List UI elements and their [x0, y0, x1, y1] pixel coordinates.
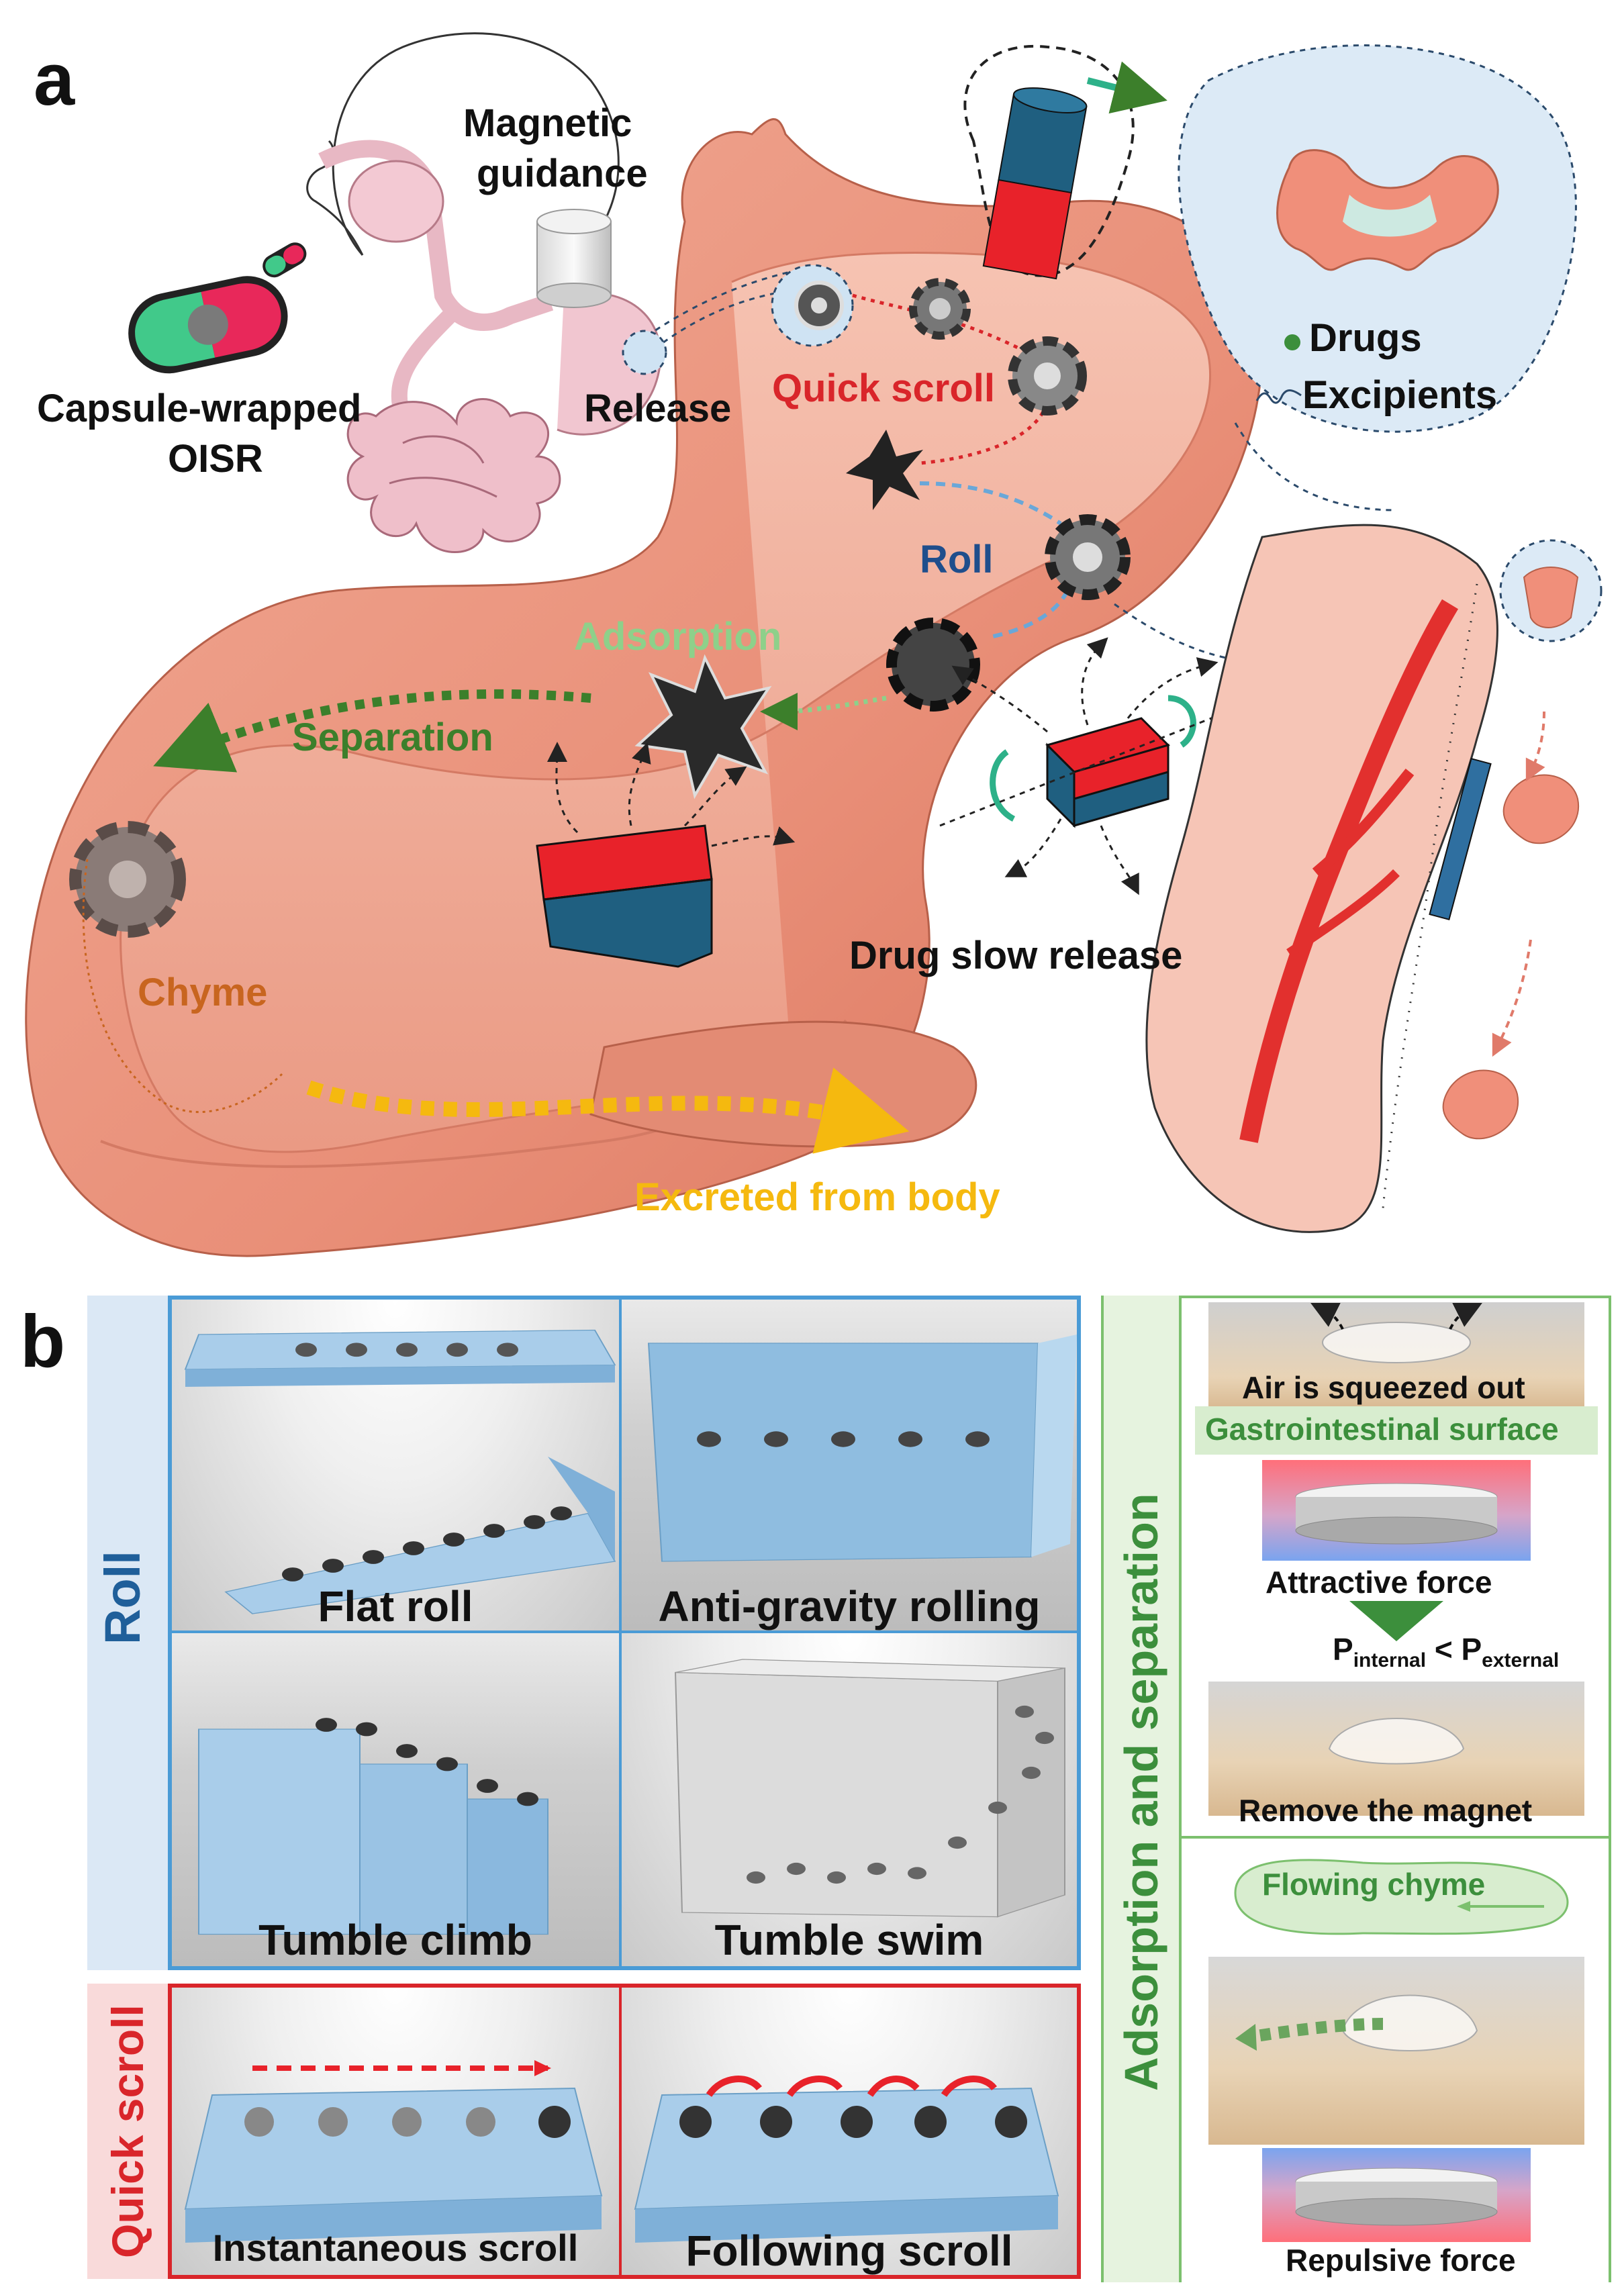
release-circle: [622, 330, 667, 375]
capsule-label-2: OISR: [168, 437, 263, 481]
adsorption-label: Adsorption: [574, 615, 782, 659]
chyme-outline: [82, 859, 283, 1113]
duodenum: [589, 1020, 977, 1148]
magnet-disc-icon-2: [1295, 2168, 1498, 2226]
excipients-label: Excipients: [1302, 373, 1498, 417]
anti-gravity-label: Anti-gravity rolling: [658, 1582, 1041, 1631]
tumble-swim-illustration: [674, 1659, 1065, 1918]
panel-a-illustration: [25, 32, 1603, 1257]
excreted-label: Excreted from body: [634, 1175, 1000, 1219]
flat-roll-label: Flat roll: [318, 1582, 473, 1631]
tile-instantaneous-scroll: Instantaneous scroll: [172, 1988, 619, 2275]
drugs-label: Drugs: [1309, 316, 1422, 360]
flowing-chyme-shape: [1234, 1859, 1569, 1935]
following-scroll-label: Following scroll: [685, 2227, 1013, 2275]
ads-side-strip: [1101, 1296, 1182, 2282]
tumble-climb-label: Tumble climb: [258, 1916, 532, 1964]
roll-label: Roll: [920, 538, 994, 581]
drug-slow-release-label: Drug slow release: [849, 934, 1183, 977]
excipient-wave-icon: [1255, 389, 1302, 404]
oisr-gear-1: [794, 281, 844, 330]
quick-scroll-side-strip-real: [87, 1984, 168, 2279]
p-external: P: [1461, 1632, 1482, 1667]
tumble-climb-illustration: [198, 1718, 548, 1935]
capsule: [128, 276, 288, 374]
ads-divider: [1182, 1836, 1611, 1839]
separation-illustration: [1235, 1994, 1478, 2051]
top-magnet-field: [963, 44, 1167, 280]
quick-scroll-label: Quick scroll: [772, 367, 996, 410]
following-scroll-illustration: [634, 2076, 1059, 2243]
instantaneous-scroll-illustration: [184, 2060, 603, 2243]
tile-anti-gravity: Anti-gravity rolling: [622, 1300, 1077, 1631]
panel-a-letter: a: [34, 38, 75, 121]
anti-gravity-illustration: [647, 1334, 1077, 1562]
oisr-gear-3: [1008, 336, 1087, 416]
p-external-sub: external: [1482, 1649, 1560, 1672]
separation-arrow: [153, 689, 591, 773]
remove-magnet-illustration: [1328, 1718, 1465, 1765]
oisr-star: [846, 430, 923, 510]
ads-air-squeezed-image: [1208, 1302, 1584, 1410]
chyme-label: Chyme: [138, 971, 268, 1014]
attractive-magnet: [1262, 1460, 1531, 1561]
remove-magnet-image: [1208, 1682, 1584, 1816]
flat-roll-illustration: [184, 1329, 616, 1614]
roll-side-label: Roll: [95, 1551, 150, 1645]
magnetic-guidance-label-1: Magnetic: [463, 101, 632, 145]
attractive-force-label: Attractive force: [1265, 1565, 1492, 1600]
p-internal: P: [1333, 1632, 1353, 1667]
air-squeezed-label: Air is squeezed out: [1242, 1370, 1525, 1405]
pressure-relation: Pinternal < Pexternal: [1333, 1631, 1559, 1672]
magnet-disc-icon: [1295, 1483, 1498, 1545]
quick-scroll-side-label: Quick scroll: [103, 2004, 152, 2258]
tumble-swim-label: Tumble swim: [714, 1916, 984, 1964]
flowing-chyme-label: Flowing chyme: [1262, 1867, 1486, 1902]
tile-tumble-climb: Tumble climb: [172, 1633, 619, 1966]
tile-following-scroll: Following scroll: [622, 1988, 1077, 2275]
magnetic-guidance-label-2: guidance: [477, 152, 648, 195]
p-lt: <: [1426, 1632, 1462, 1667]
cube-magnet: [990, 695, 1196, 828]
oisr-gear-2: [909, 278, 971, 340]
repulsive-magnet: [1262, 2148, 1531, 2242]
panel-b-letter: b: [20, 1300, 66, 1383]
air-squeezed-illustration: [1310, 1303, 1482, 1363]
separation-label: Separation: [292, 716, 493, 759]
capsule-label-1: Capsule-wrapped: [37, 387, 362, 430]
oisr-gear-4: [1045, 514, 1131, 600]
gi-surface-label: Gastrointestinal surface: [1205, 1412, 1559, 1447]
separation-image: [1208, 1957, 1584, 2145]
release-label: Release: [584, 387, 732, 430]
p-internal-sub: internal: [1353, 1649, 1427, 1672]
down-triangle-icon: [1349, 1601, 1443, 1641]
chyme-gear: [69, 821, 186, 938]
repulsive-force-label: Repulsive force: [1286, 2243, 1516, 2278]
remove-magnet-label: Remove the magnet: [1239, 1793, 1533, 1828]
oisr-gear-5: [886, 618, 980, 712]
field-lines: [546, 637, 1263, 895]
oisr-adsorbed: [634, 654, 772, 799]
guidance-cylinder: [536, 209, 612, 308]
small-capsule: [262, 242, 307, 278]
instantaneous-scroll-label: Instantaneous scroll: [212, 2227, 579, 2269]
drug-bubble: [1178, 44, 1577, 433]
excreted-arrow: [306, 1067, 910, 1154]
disk-magnet: [536, 824, 713, 968]
digestive-tract: [318, 140, 662, 553]
ads-side-label: Adsorption and separation: [1115, 1493, 1167, 2092]
tile-tumble-swim: Tumble swim: [622, 1633, 1077, 1966]
tissue-section: [1145, 524, 1603, 1233]
roll-side-strip: [87, 1296, 168, 1970]
gi-surface-band: [1195, 1406, 1598, 1455]
tile-flat-roll: Flat roll: [172, 1300, 619, 1631]
